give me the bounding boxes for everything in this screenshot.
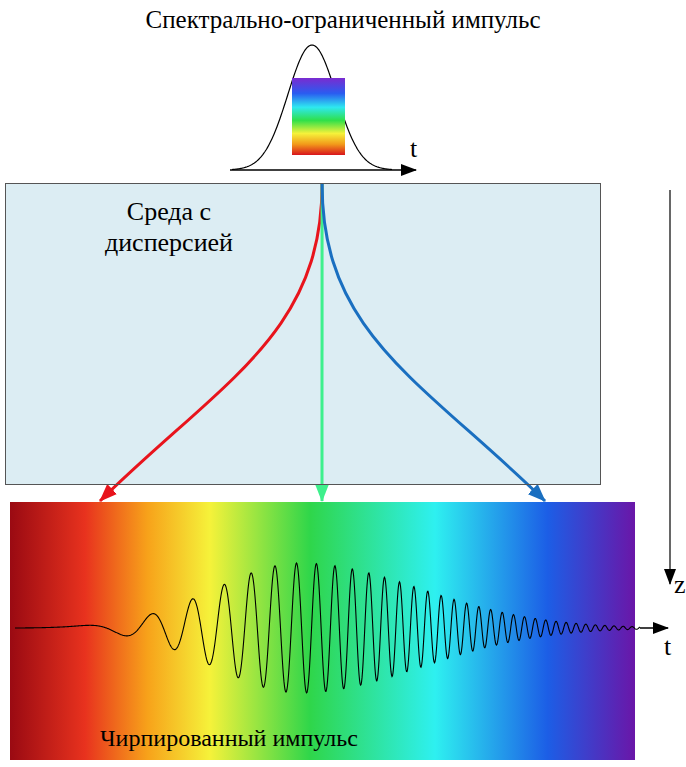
node-text: Среда с дисперсией (84, 196, 254, 258)
gaussian-pulse (232, 45, 392, 170)
chirped-wave (15, 563, 640, 693)
ray-arrow (322, 184, 545, 501)
node-text: Чирпированный импульс (100, 724, 400, 753)
medium-fill (5, 183, 601, 485)
title: Спектрально-ограниченный импульс (0, 6, 686, 34)
axis-label: t (410, 136, 417, 162)
spectrum-patch (292, 78, 345, 155)
time-axis (230, 169, 416, 171)
axis-label: t (664, 634, 671, 660)
time-axis (640, 627, 668, 629)
dispersive-medium: Среда с дисперсией (5, 183, 601, 485)
spectrum-band: Чирпированный импульс (10, 502, 635, 760)
spectrum-band (10, 502, 635, 760)
z-axis (669, 190, 670, 584)
ray-arrow (321, 184, 324, 501)
axis-label: z (674, 572, 686, 598)
